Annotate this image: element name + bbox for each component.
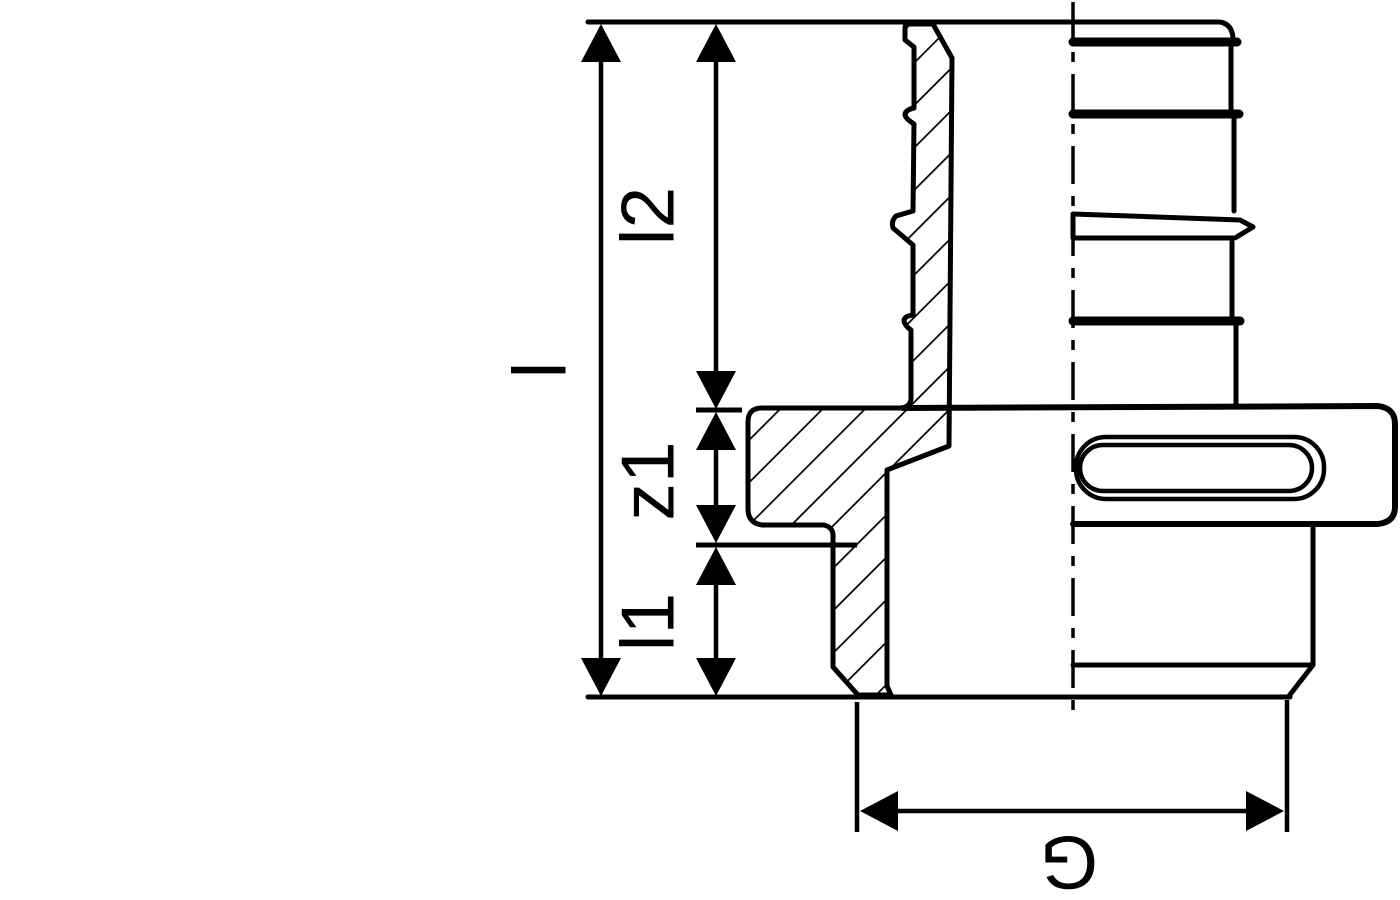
dimension-label-g: G — [1040, 821, 1098, 900]
dimension-label-l: l — [498, 362, 582, 379]
dimension-l2: l2 — [606, 24, 742, 413]
dimension-g: G — [854, 700, 1290, 900]
fitting-external-right — [585, 19, 1398, 700]
arrowhead-right — [1246, 791, 1284, 831]
top-edge — [585, 19, 1236, 41]
fitting-section-left — [745, 21, 955, 698]
arrowhead-up — [696, 24, 736, 62]
dimension-label-z1: z1 — [606, 441, 690, 520]
dimension-label-l2: l2 — [606, 187, 690, 245]
arrowhead-down — [581, 658, 621, 696]
arrowhead-up — [696, 547, 736, 585]
section-wall — [745, 21, 955, 698]
dimension-label-l1: l1 — [606, 593, 690, 651]
dimension-z1: z1 — [606, 412, 857, 548]
flange-slot-inner — [1077, 442, 1315, 494]
arrowhead-down — [696, 505, 736, 543]
flange-outline — [900, 403, 1398, 527]
dimension-l: l — [498, 24, 621, 696]
arrowhead-left — [860, 791, 898, 831]
flange-slot-outer — [1073, 434, 1327, 502]
arrowhead-up — [696, 412, 736, 450]
dimension-l1: l1 — [606, 547, 736, 696]
arrowhead-up — [581, 24, 621, 62]
arrowhead-down — [696, 658, 736, 696]
arrowhead-down — [696, 371, 736, 409]
barb-ring — [1070, 211, 1256, 241]
thread-chamfer — [1286, 662, 1316, 699]
